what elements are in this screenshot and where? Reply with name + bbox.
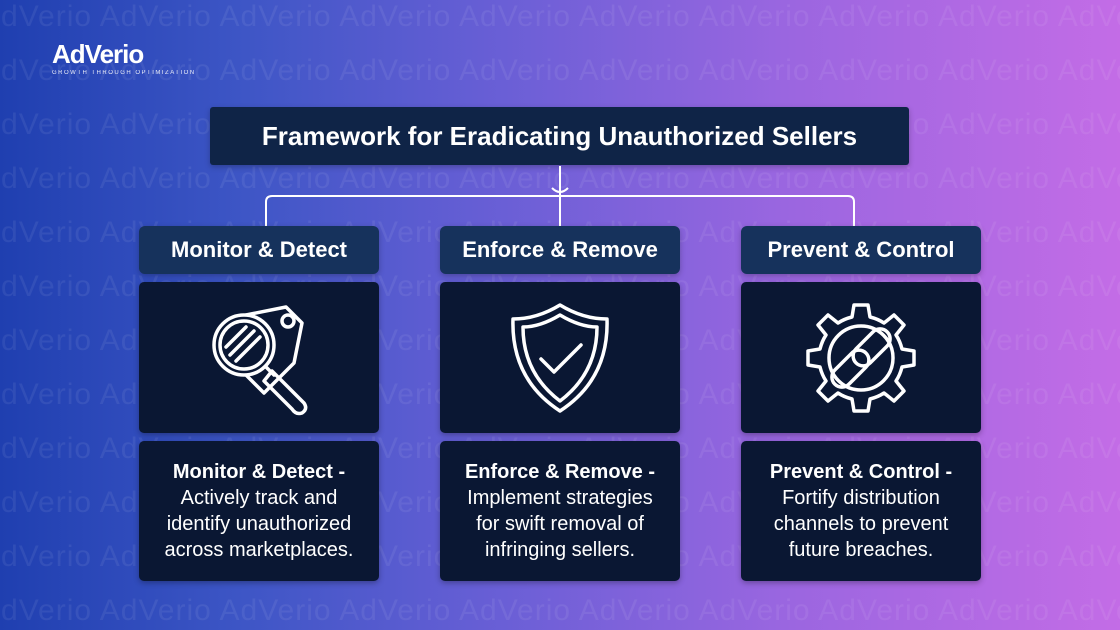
icon-panel-monitor [139, 282, 379, 433]
magnifier-tag-icon [212, 304, 308, 415]
column-header-label: Prevent & Control [767, 237, 955, 262]
column-header-label: Enforce & Remove [462, 237, 658, 262]
column-header-prevent: Prevent & Control [741, 226, 981, 274]
icon-panel-prevent [741, 282, 981, 433]
description-line: across marketplaces. [164, 539, 354, 561]
description-line: Actively track and [180, 487, 338, 509]
logo-tagline: GROWTH THROUGH OPTIMIZATION [52, 70, 196, 76]
connector-fork [551, 187, 569, 193]
column-header-enforce: Enforce & Remove [440, 226, 680, 274]
description-line: Implement strategies [467, 487, 653, 509]
description-line: channels to prevent [773, 513, 949, 535]
description-title: Enforce & Remove - [464, 461, 656, 483]
description-line: infringing sellers. [484, 539, 636, 561]
description-panel-prevent: Prevent & Control - Fortify distribution… [741, 441, 981, 581]
icon-panel-enforce [440, 282, 680, 433]
shield-check-icon [511, 302, 609, 413]
column-header-label: Monitor & Detect [171, 237, 347, 262]
diagram-title: Framework for Eradicating Unauthorized S… [261, 120, 858, 151]
description-panel-monitor: Monitor & Detect - Actively track and id… [139, 441, 379, 581]
description-panel-enforce: Enforce & Remove - Implement strategies … [440, 441, 680, 581]
column-header-monitor: Monitor & Detect [139, 226, 379, 274]
description-title: Prevent & Control - [769, 461, 953, 483]
description-line: for swift removal of [476, 513, 644, 535]
description-line: Fortify distribution [782, 487, 940, 509]
description-line: future breaches. [788, 539, 934, 561]
description-title: Monitor & Detect - [172, 461, 346, 483]
description-line: identify unauthorized [166, 513, 352, 535]
logo-wordmark: AdVerio [52, 39, 144, 69]
brand-logo: AdVerio GROWTH THROUGH OPTIMIZATION [52, 40, 196, 76]
diagram-title-box: Framework for Eradicating Unauthorized S… [210, 107, 909, 165]
gear-chain-icon [806, 302, 916, 413]
